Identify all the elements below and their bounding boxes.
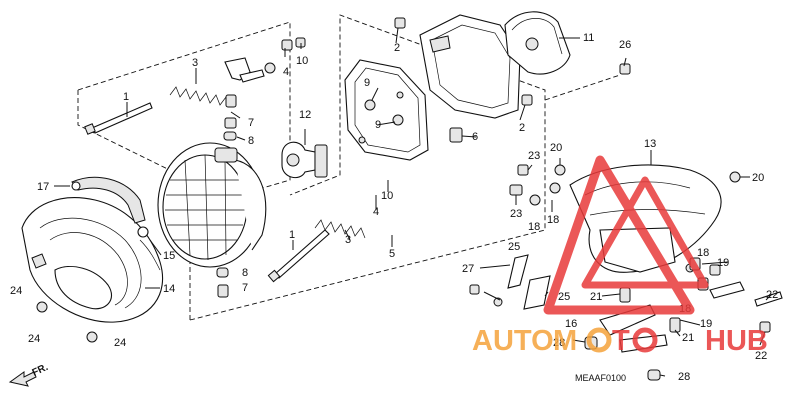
- callout-21: 21: [590, 291, 602, 303]
- callout-28: 28: [553, 337, 565, 349]
- adjuster-bracket: [224, 37, 306, 83]
- bolt-1-upper: [84, 102, 153, 135]
- callout-3: 3: [192, 57, 198, 69]
- callout-4: 4: [373, 206, 379, 218]
- callout-1: 1: [123, 91, 129, 103]
- callout-19: 19: [717, 257, 729, 269]
- fastener-24-set: [31, 253, 98, 343]
- callout-18: 18: [528, 221, 540, 233]
- callout-4: 4: [283, 66, 289, 78]
- callout-9: 9: [375, 119, 381, 131]
- callout-27: 27: [462, 263, 474, 275]
- watermark-text-auto: AUTO: [472, 325, 554, 357]
- headlight-housing: [394, 14, 533, 143]
- callout-11: 11: [583, 32, 594, 44]
- callout-12: 12: [299, 109, 311, 121]
- callout-22: 22: [766, 289, 778, 301]
- callout-25: 25: [558, 291, 570, 303]
- rear-cover: [504, 11, 631, 75]
- callout-28: 28: [678, 371, 690, 383]
- callout-10: 10: [381, 190, 393, 202]
- bolt-1-lower: [267, 229, 330, 283]
- callout-21: 21: [682, 332, 694, 344]
- watermark-logo: AUTO M T HUB: [472, 155, 768, 357]
- watermark-letter-o-2: [632, 327, 658, 353]
- callout-7: 7: [248, 117, 254, 129]
- callout-16: 16: [565, 318, 577, 330]
- callout-18: 18: [697, 247, 709, 259]
- callout-2: 2: [519, 122, 525, 134]
- callout-7: 7: [242, 282, 248, 294]
- callout-9: 9: [364, 77, 370, 89]
- callout-8: 8: [242, 267, 248, 279]
- callout-labels: 1 1 2 2 3 3 4 4 5 6 7 7 8 8 9 9 10 10 11…: [10, 32, 778, 383]
- callout-8: 8: [248, 135, 254, 147]
- watermark-text-hub: HUB: [705, 325, 768, 357]
- callout-2: 2: [394, 42, 400, 54]
- front-label: FR.: [31, 362, 50, 379]
- headlight-bulb: [281, 141, 328, 179]
- watermark-triangle: [543, 155, 695, 315]
- callout-14: 14: [163, 283, 175, 295]
- callout-24: 24: [114, 337, 126, 349]
- callout-26: 26: [619, 39, 631, 51]
- watermark-text-m: M: [553, 325, 577, 357]
- callout-5: 5: [389, 248, 395, 260]
- callout-23: 23: [510, 208, 522, 220]
- callout-13: 13: [644, 138, 656, 150]
- callout-19: 19: [700, 318, 712, 330]
- diagram-code: MEAAF0100: [575, 373, 626, 383]
- callout-25: 25: [508, 241, 520, 253]
- callout-1: 1: [289, 229, 295, 241]
- headlight-cowl: [21, 176, 164, 323]
- headlight-case: [344, 59, 429, 161]
- headlight-unit: [157, 142, 267, 268]
- callout-17: 17: [37, 181, 49, 193]
- callout-20: 20: [752, 172, 764, 184]
- spring-3-lower: [314, 219, 366, 239]
- callout-24: 24: [10, 285, 22, 297]
- callout-6: 6: [472, 131, 478, 143]
- callout-18: 18: [547, 214, 559, 226]
- callout-22: 22: [755, 350, 767, 362]
- watermark-triangle-inner: [581, 176, 709, 289]
- assembly-boundary-right: [544, 74, 621, 101]
- front-direction-marker: FR.: [8, 362, 50, 387]
- watermark-letter-o-1: [586, 327, 612, 353]
- callout-24: 24: [28, 333, 40, 345]
- callout-23: 23: [528, 150, 540, 162]
- leader-lines: [54, 27, 773, 377]
- callout-10: 10: [296, 55, 308, 67]
- spring-3-upper: [169, 86, 227, 106]
- callout-20: 20: [550, 142, 562, 154]
- callout-3: 3: [345, 234, 351, 246]
- callout-15: 15: [163, 250, 175, 262]
- small-fasteners-7-8: [216, 94, 237, 298]
- watermark-text-t: T: [612, 325, 630, 357]
